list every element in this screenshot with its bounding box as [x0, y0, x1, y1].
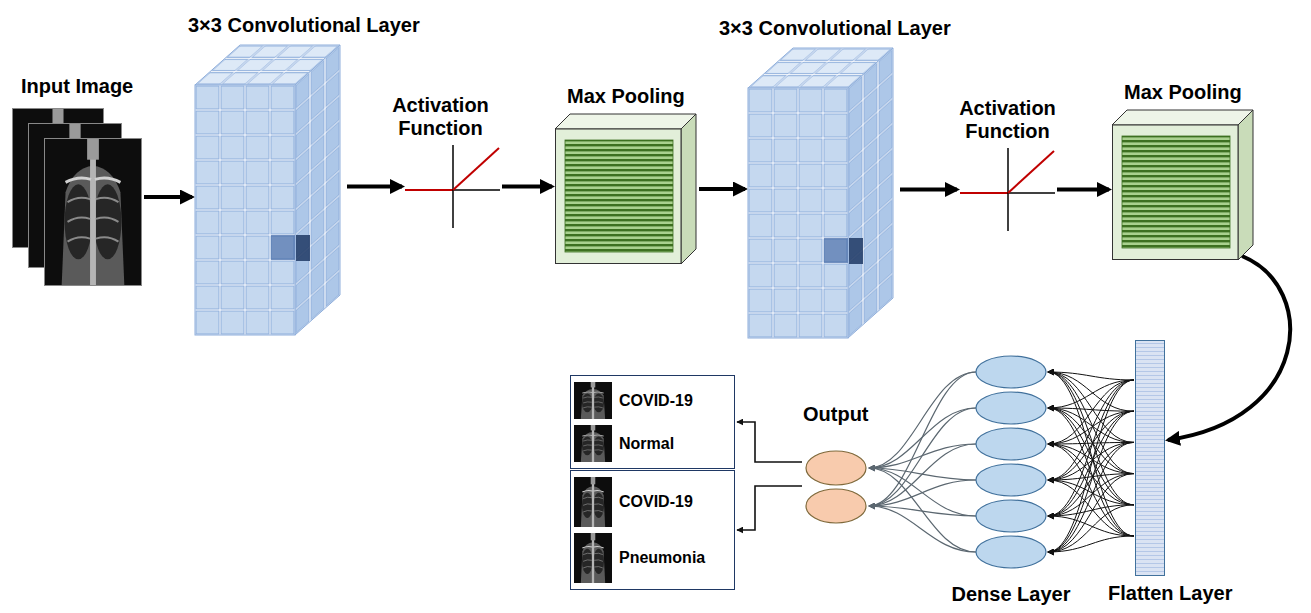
max-pooling-box: Max Pooling: [1112, 110, 1254, 260]
xray-thumbnail: [574, 425, 612, 462]
conv-layer-shape: [748, 48, 898, 338]
connector-line: [1048, 372, 1134, 442]
result-box: COVID-19Pneumonia: [570, 470, 735, 590]
layer-label: Max Pooling: [567, 85, 685, 108]
connector-line: [699, 187, 745, 191]
layer-label: Activation Function: [943, 97, 1073, 143]
result-row: Normal: [574, 422, 726, 465]
connector: [347, 186, 402, 187]
connector-line: [1168, 256, 1290, 440]
conv-layer: 3×3 Convolutional Layer: [748, 48, 898, 338]
connector-line: [869, 408, 976, 468]
layer-label: Flatten Layer: [1108, 582, 1232, 605]
max-pooling-box: Max Pooling: [555, 114, 697, 264]
connector-line: [1048, 474, 1134, 552]
connector-line: [1048, 505, 1134, 552]
result-row: COVID-19: [574, 474, 726, 530]
layer-label: Output: [803, 403, 869, 426]
connector: [1057, 189, 1109, 190]
connector: [737, 486, 802, 530]
connector-line: [1048, 536, 1134, 552]
connector-line: [737, 422, 802, 462]
connector-line: [1048, 372, 1134, 505]
conv-layer-shape: [195, 45, 345, 335]
connector: [699, 189, 745, 190]
dense-layer-shape: [975, 355, 1047, 569]
layer-label: 3×3 Convolutional Layer: [719, 17, 951, 40]
xray-thumbnail: [574, 533, 612, 583]
class-label: Normal: [619, 435, 674, 453]
conv-layer: 3×3 Convolutional Layer: [195, 45, 345, 335]
connector: [1168, 256, 1290, 440]
activation-symbol: Activation Function: [960, 148, 1055, 231]
connector-line: [1048, 372, 1134, 536]
xray-image: [574, 533, 612, 583]
class-label: COVID-19: [619, 493, 693, 511]
layer-label: Max Pooling: [1124, 81, 1242, 104]
activation-symbol-shape: [405, 145, 500, 228]
connector: [1048, 372, 1134, 552]
activation-symbol-shape: [960, 148, 1055, 231]
output-neurons-shape: [805, 450, 867, 524]
connector-line: [900, 188, 957, 192]
connector-line: [869, 408, 976, 506]
connector-line: [502, 185, 552, 189]
connector-line: [1048, 372, 1134, 474]
xray-thumbnail: [574, 382, 612, 419]
connector-line: [1048, 444, 1134, 536]
connector-line: [869, 468, 976, 552]
connector-line: [1057, 188, 1109, 192]
connector-line: [1048, 480, 1134, 536]
connector-line: [1048, 380, 1134, 552]
result-row: Pneumonia: [574, 530, 726, 586]
xray-image: [574, 477, 612, 527]
xray-thumbnail: [574, 477, 612, 527]
xray-image: [574, 425, 612, 462]
connector-line: [1048, 474, 1134, 516]
connector-line: [1048, 408, 1134, 474]
layer-label: Activation Function: [376, 94, 506, 140]
output-neurons: Output: [805, 450, 867, 524]
flatten-bar: Flatten Layer: [1135, 340, 1165, 576]
connector-line: [737, 486, 802, 530]
result-box: COVID-19Normal: [570, 375, 735, 469]
max-pooling-box-shape: [1112, 110, 1254, 260]
class-label: COVID-19: [619, 392, 693, 410]
connector-line: [1048, 480, 1134, 505]
connector: [144, 197, 192, 198]
connector: [869, 372, 976, 552]
layer-label: Dense Layer: [952, 583, 1071, 606]
connector-line: [869, 506, 976, 552]
connector-line: [869, 372, 976, 506]
activation-symbol: Activation Function: [405, 145, 500, 228]
connector-line: [144, 195, 192, 199]
dense-layer: Dense Layer: [975, 355, 1047, 569]
connector-line: [869, 372, 976, 468]
result-row: COVID-19: [574, 379, 726, 422]
connector-line: [1048, 408, 1134, 536]
max-pooling-box-shape: [555, 114, 697, 264]
connector: [900, 189, 957, 190]
flatten-bar-shape: [1135, 340, 1165, 576]
connector-line: [869, 444, 976, 468]
connector-line: [347, 185, 402, 189]
class-label: Pneumonia: [619, 549, 705, 567]
xray-image: [574, 382, 612, 419]
connector-line: [1048, 444, 1134, 474]
connector: [502, 186, 552, 187]
connector-line: [1048, 516, 1134, 536]
connector-line: [1048, 442, 1134, 552]
connector: [737, 422, 802, 462]
connector-line: [869, 444, 976, 506]
layer-label: Input Image: [21, 75, 133, 98]
layer-label: 3×3 Convolutional Layer: [188, 14, 420, 37]
input-image-stack-shape: [12, 108, 142, 286]
input-image-stack: Input Image: [12, 108, 142, 286]
